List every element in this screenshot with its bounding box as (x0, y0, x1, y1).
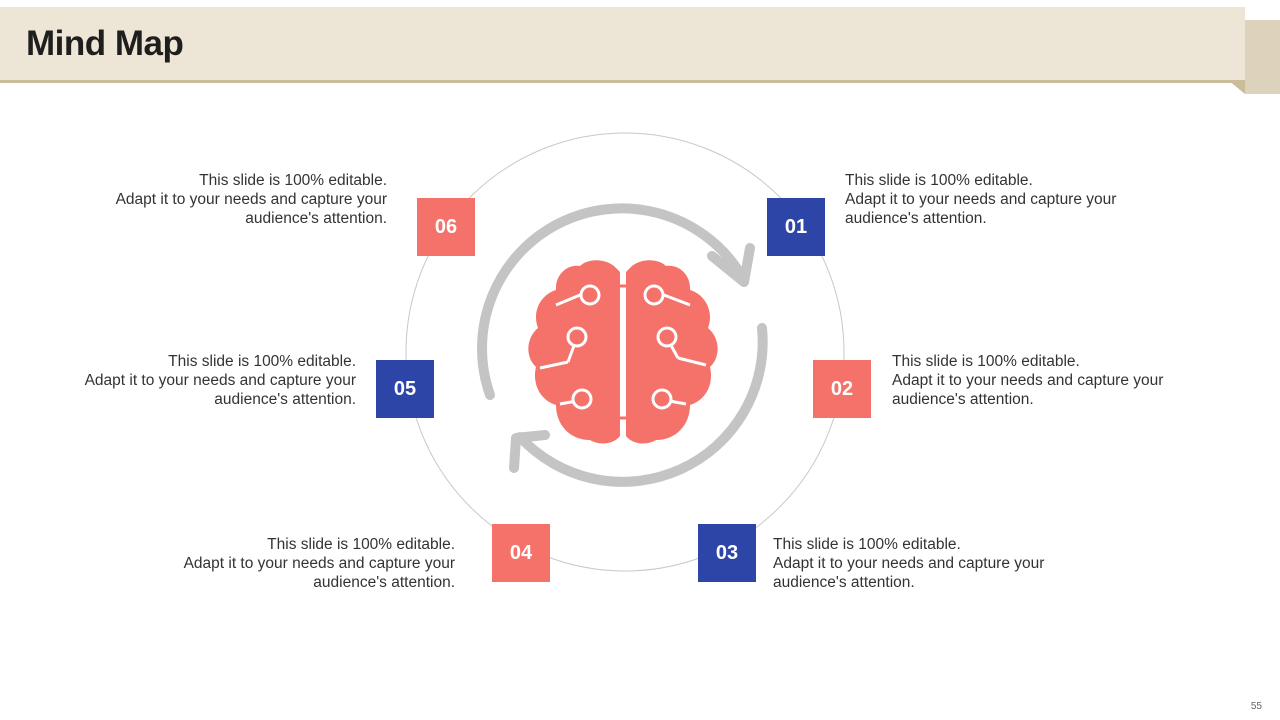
step-text-line: This slide is 100% editable. (892, 353, 1080, 370)
step-text-line: audience's attention. (845, 210, 987, 227)
step-badge-03: 03 (698, 524, 756, 582)
cycle-arrows-icon (477, 203, 768, 487)
step-text-line: audience's attention. (245, 210, 387, 227)
step-text-line: audience's attention. (773, 574, 915, 591)
step-text-03: This slide is 100% editable. Adapt it to… (773, 535, 1093, 592)
step-text-line: Adapt it to your needs and capture your (773, 555, 1045, 572)
slide-title: Mind Map (26, 24, 184, 63)
step-badge-05: 05 (376, 360, 434, 418)
step-text-line: This slide is 100% editable. (773, 536, 961, 553)
step-text-line: Adapt it to your needs and capture your (845, 191, 1117, 208)
step-text-04: This slide is 100% editable. Adapt it to… (135, 535, 455, 592)
step-text-line: This slide is 100% editable. (199, 172, 387, 189)
step-text-line: audience's attention. (313, 574, 455, 591)
step-text-line: This slide is 100% editable. (267, 536, 455, 553)
page-number: 55 (1250, 701, 1262, 712)
step-text-06: This slide is 100% editable. Adapt it to… (67, 171, 387, 228)
title-banner-fold (1228, 80, 1245, 94)
step-text-line: Adapt it to your needs and capture your (892, 372, 1164, 389)
step-text-line: Adapt it to your needs and capture your (183, 555, 455, 572)
step-text-line: This slide is 100% editable. (168, 353, 356, 370)
step-text-line: Adapt it to your needs and capture your (115, 191, 387, 208)
title-banner-tab (1245, 20, 1280, 94)
step-badge-06: 06 (417, 198, 475, 256)
step-text-line: audience's attention. (892, 391, 1034, 408)
step-text-line: audience's attention. (214, 391, 356, 408)
step-text-line: This slide is 100% editable. (845, 172, 1033, 189)
step-badge-01: 01 (767, 198, 825, 256)
step-text-02: This slide is 100% editable. Adapt it to… (892, 352, 1212, 409)
title-banner (0, 7, 1245, 83)
step-badge-02: 02 (813, 360, 871, 418)
step-badge-04: 04 (492, 524, 550, 582)
step-text-line: Adapt it to your needs and capture your (84, 372, 356, 389)
step-text-01: This slide is 100% editable. Adapt it to… (845, 171, 1165, 228)
step-text-05: This slide is 100% editable. Adapt it to… (36, 352, 356, 409)
connector-circle (405, 132, 845, 572)
brain-icon (528, 260, 718, 444)
